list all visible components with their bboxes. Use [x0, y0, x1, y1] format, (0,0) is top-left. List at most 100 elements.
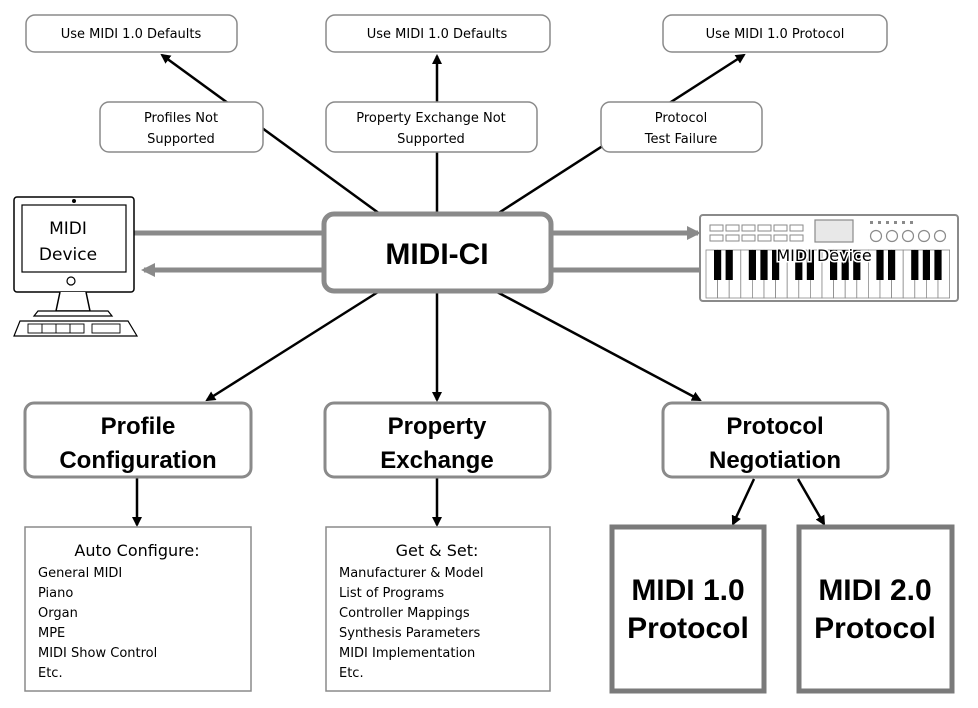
- protocol-negotiation-box: Protocol Negotiation: [661, 401, 890, 479]
- arrow-to-midi2-protocol: [796, 478, 826, 526]
- midi1-protocol-box: MIDI 1.0 Protocol: [609, 524, 767, 694]
- black-key: [876, 250, 884, 280]
- svg-text:Exchange: Exchange: [380, 447, 493, 474]
- svg-text:MPE: MPE: [38, 626, 65, 641]
- monitor-screen: [21, 204, 127, 273]
- svg-text:Configuration: Configuration: [59, 447, 216, 474]
- property-list-item: Synthesis Parameters: [339, 626, 480, 641]
- svg-text:Device: Device: [39, 245, 97, 265]
- top-note-left: Use MIDI 1.0 Defaults: [25, 14, 238, 53]
- arrow-to-profile-config: [205, 290, 379, 402]
- black-key: [772, 250, 780, 280]
- protocol-title-line2: Negotiation: [709, 447, 841, 474]
- midi2-protocol-line1: MIDI 2.0: [818, 574, 931, 607]
- monitor-stand: [55, 291, 91, 312]
- pad-buttons: [709, 224, 804, 242]
- power-button-icon: [66, 276, 76, 286]
- property-list-box: Get & Set: Manufacturer & Model List of …: [325, 526, 551, 692]
- black-key: [922, 250, 930, 280]
- top-note-right: Use MIDI 1.0 Protocol: [662, 14, 888, 53]
- svg-text:Negotiation: Negotiation: [709, 447, 841, 474]
- black-key: [830, 250, 838, 280]
- profile-title-line1: Profile: [101, 413, 176, 440]
- property-list-item: MIDI Implementation: [339, 646, 475, 661]
- keyboard-icon: [13, 320, 139, 337]
- knob-marks: [870, 221, 913, 224]
- camera-dot: [72, 199, 76, 203]
- condition-profiles: Profiles Not Supported: [99, 101, 264, 153]
- profile-list-item: MPE: [38, 626, 65, 641]
- property-exchange-box: Property Exchange: [323, 401, 552, 479]
- black-key: [853, 250, 861, 280]
- svg-text:MIDI 1.0: MIDI 1.0: [631, 574, 744, 607]
- svg-text:Protocol: Protocol: [814, 612, 936, 645]
- profile-list-heading: Auto Configure:: [74, 541, 199, 560]
- svg-text:Controller Mappings: Controller Mappings: [339, 606, 470, 621]
- arrow-to-midi1-protocol: [731, 478, 756, 526]
- svg-text:MIDI: MIDI: [49, 219, 87, 239]
- display-icon: [814, 219, 854, 243]
- svg-text:Synthesis Parameters: Synthesis Parameters: [339, 626, 480, 641]
- profile-list-item: Organ: [38, 606, 78, 621]
- svg-text:Protocol: Protocol: [726, 413, 823, 440]
- property-list-item: Etc.: [339, 666, 364, 681]
- left-device-label-line1: MIDI: [49, 219, 87, 239]
- svg-text:Etc.: Etc.: [339, 666, 364, 681]
- knob-icons: [869, 229, 947, 243]
- left-device-label-line2: Device: [39, 245, 97, 265]
- svg-text:Piano: Piano: [38, 586, 73, 601]
- condition-protocol-line2: Test Failure: [644, 132, 718, 147]
- black-key: [911, 250, 919, 280]
- top-note-right-text: Use MIDI 1.0 Protocol: [706, 27, 845, 42]
- black-key: [748, 250, 756, 280]
- svg-text:Supported: Supported: [147, 132, 215, 147]
- property-list-item: Manufacturer & Model: [339, 566, 484, 581]
- svg-text:Manufacturer & Model: Manufacturer & Model: [339, 566, 484, 581]
- profile-configuration-box: Profile Configuration: [23, 401, 253, 479]
- condition-profiles-line2: Supported: [147, 132, 215, 147]
- midi1-protocol-line2: Protocol: [627, 612, 749, 645]
- black-key: [760, 250, 768, 280]
- property-list-item: Controller Mappings: [339, 606, 470, 621]
- midi-ci-label: MIDI-CI: [385, 238, 488, 271]
- profile-list-item: Etc.: [38, 666, 63, 681]
- condition-profiles-line1: Profiles Not: [144, 111, 218, 126]
- top-note-center: Use MIDI 1.0 Defaults: [325, 14, 551, 53]
- black-key: [725, 250, 733, 280]
- property-title-line1: Property: [388, 413, 487, 440]
- midi2-protocol-line2: Protocol: [814, 612, 936, 645]
- black-key: [841, 250, 849, 280]
- top-note-center-text: Use MIDI 1.0 Defaults: [367, 27, 508, 42]
- condition-property: Property Exchange Not Supported: [325, 101, 538, 153]
- profile-list-item: MIDI Show Control: [38, 646, 157, 661]
- condition-property-line2: Supported: [397, 132, 465, 147]
- svg-text:Property Exchange Not: Property Exchange Not: [356, 111, 506, 126]
- midi1-protocol-line1: MIDI 1.0: [631, 574, 744, 607]
- svg-text:MIDI Implementation: MIDI Implementation: [339, 646, 475, 661]
- svg-text:List of Programs: List of Programs: [339, 586, 444, 601]
- svg-text:MIDI Show Control: MIDI Show Control: [38, 646, 157, 661]
- black-key: [888, 250, 896, 280]
- svg-text:Supported: Supported: [397, 132, 465, 147]
- computer-device: MIDI Device: [13, 196, 139, 337]
- black-key: [806, 250, 814, 280]
- condition-property-line1: Property Exchange Not: [356, 111, 506, 126]
- top-note-left-text: Use MIDI 1.0 Defaults: [61, 27, 202, 42]
- trackpad-icon: [91, 323, 121, 334]
- black-key: [795, 250, 803, 280]
- property-list-item: List of Programs: [339, 586, 444, 601]
- right-device-label: MIDI Device: [776, 246, 871, 265]
- arrow-to-protocol-negotiation: [496, 290, 702, 402]
- svg-text:Protocol: Protocol: [627, 612, 749, 645]
- profile-list-item: General MIDI: [38, 566, 122, 581]
- black-key: [934, 250, 942, 280]
- svg-text:Test Failure: Test Failure: [644, 132, 718, 147]
- profile-title-line2: Configuration: [59, 447, 216, 474]
- svg-text:Profile: Profile: [101, 413, 176, 440]
- property-title-line2: Exchange: [380, 447, 493, 474]
- flow-arrows: [134, 226, 701, 277]
- svg-text:Etc.: Etc.: [38, 666, 63, 681]
- svg-text:Organ: Organ: [38, 606, 78, 621]
- profile-list-item: Piano: [38, 586, 73, 601]
- piano-keys: [705, 249, 951, 299]
